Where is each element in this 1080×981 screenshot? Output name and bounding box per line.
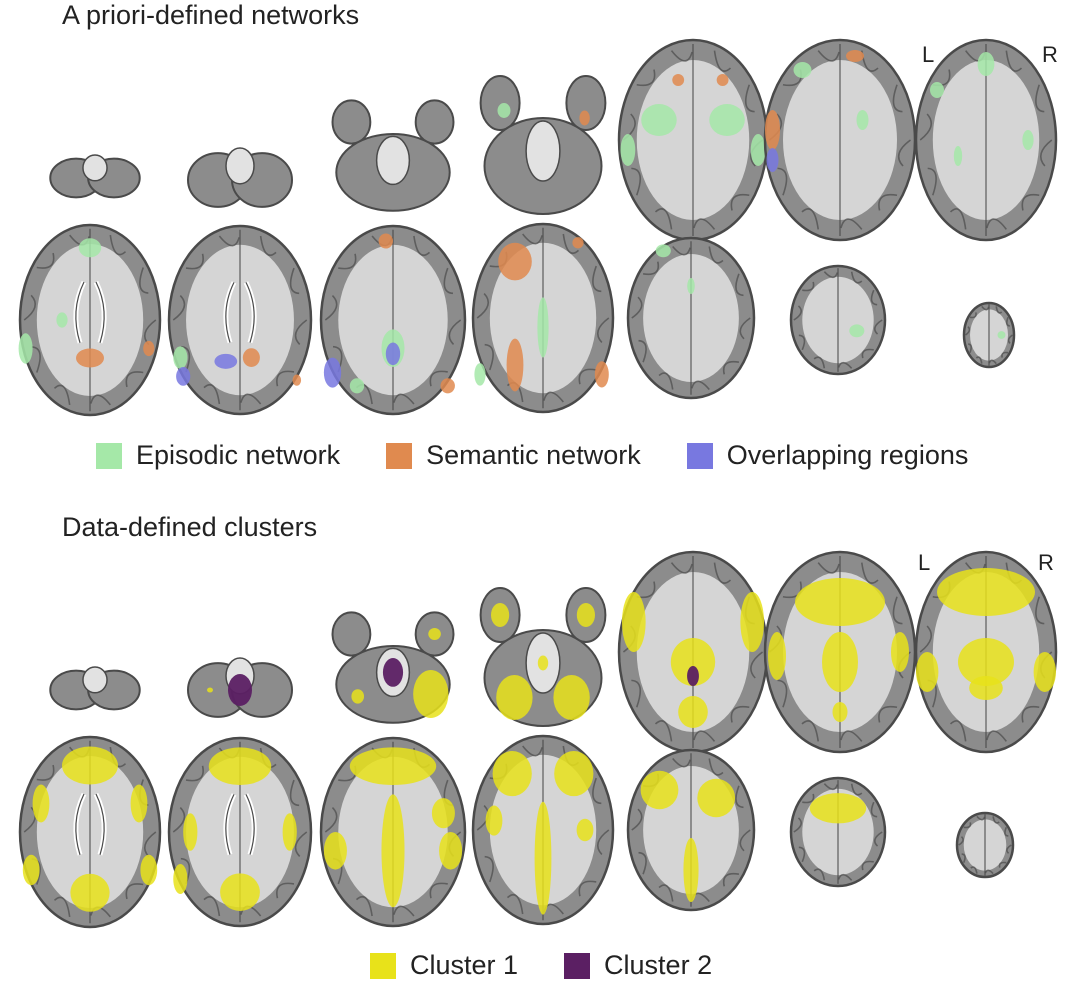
slice-b-r1-6 [763, 550, 917, 754]
slice-a-r2-2 [167, 224, 313, 416]
left-hemisphere-label-top: L [922, 42, 935, 67]
legend-data-defined: Cluster 1 Cluster 2 [370, 950, 712, 981]
slice-a-r2-7 [962, 301, 1016, 369]
slice-b-r2-4 [471, 734, 615, 926]
legend-item-cluster-2: Cluster 2 [564, 950, 712, 981]
slice-a-r2-5 [626, 236, 756, 400]
slice-a-r2-6 [789, 264, 887, 376]
panel-title-a-priori: A priori-defined networks [62, 0, 360, 30]
slice-b-r1-4 [479, 587, 607, 727]
slice-a-r1-2 [187, 147, 293, 208]
legend-item-overlapping: Overlapping regions [686, 440, 969, 471]
legend-swatch-overlapping [686, 442, 713, 469]
slice-b-r2-2 [167, 736, 313, 928]
slice-b-r2-1 [18, 735, 162, 929]
right-hemisphere-label-bottom: R [1038, 550, 1054, 575]
legend-a-priori: Episodic network Semantic network Overla… [96, 440, 968, 471]
legend-label-overlapping: Overlapping regions [726, 440, 969, 470]
slice-b-r2-6 [789, 776, 887, 888]
slice-b-r1-3 [331, 611, 455, 724]
slice-a-r2-3 [319, 224, 467, 416]
slice-b-r2-7 [955, 811, 1015, 879]
legend-swatch-episodic [96, 442, 122, 469]
slice-a-r1-7 [914, 38, 1058, 242]
legend-swatch-cluster-1 [370, 952, 396, 979]
legend-label-episodic: Episodic network [136, 440, 341, 470]
slice-a-r1-5 [617, 38, 769, 242]
legend-swatch-semantic [386, 442, 413, 469]
legend-item-semantic: Semantic network [386, 440, 641, 471]
slice-a-r1-3 [331, 99, 455, 212]
right-hemisphere-label-top: R [1042, 42, 1058, 67]
legend-label-cluster-2: Cluster 2 [604, 950, 713, 980]
panel-title-data-defined: Data-defined clusters [62, 512, 318, 542]
slice-a-r2-4 [471, 222, 615, 414]
slice-b-r1-1 [49, 666, 141, 711]
slice-b-r1-2 [187, 657, 293, 718]
legend-item-episodic: Episodic network [96, 440, 340, 471]
legend-label-cluster-1: Cluster 1 [410, 950, 519, 980]
left-hemisphere-label-bottom: L [918, 550, 931, 575]
legend-swatch-cluster-2 [564, 952, 591, 979]
slice-b-r1-5 [617, 550, 769, 754]
slice-b-r1-7 [914, 550, 1058, 754]
legend-label-semantic: Semantic network [426, 440, 641, 470]
slice-a-r1-6 [763, 38, 917, 242]
slice-a-r1-1 [49, 154, 141, 199]
slice-a-r2-1 [18, 223, 162, 417]
legend-item-cluster-1: Cluster 1 [370, 950, 518, 981]
slice-a-r1-4 [479, 75, 607, 215]
slice-b-r2-5 [626, 748, 756, 912]
slice-b-r2-3 [319, 736, 467, 928]
